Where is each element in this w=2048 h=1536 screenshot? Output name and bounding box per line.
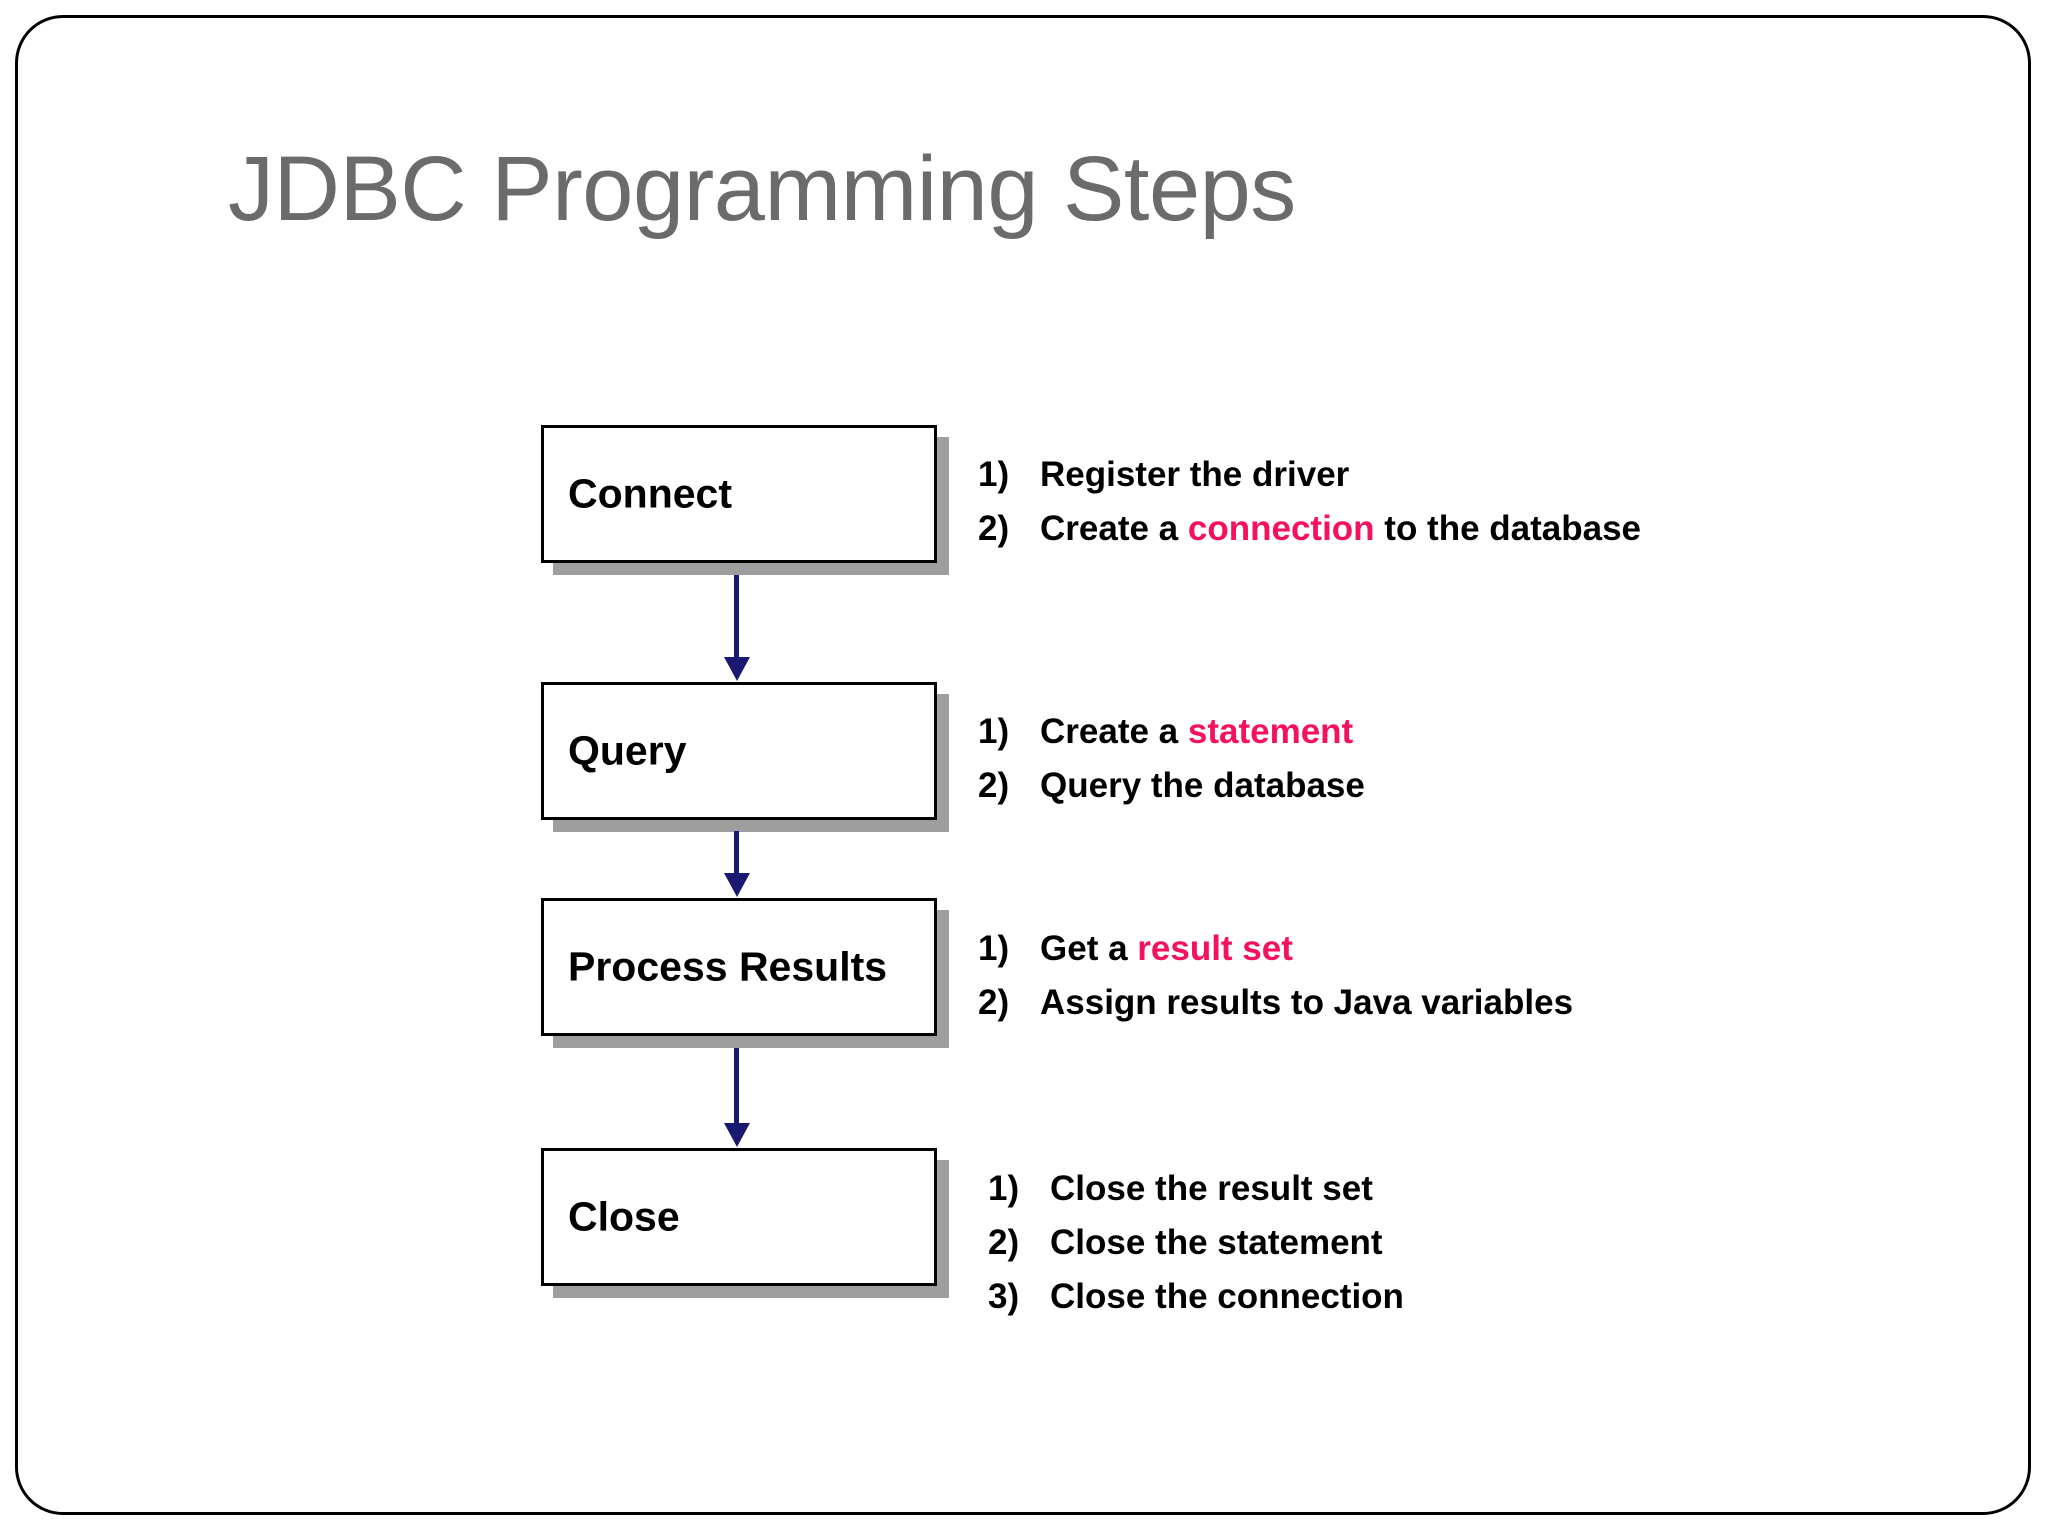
note-text: Get a — [1040, 929, 1138, 968]
note-text: Create a — [1040, 712, 1188, 751]
arrow-head-icon — [724, 873, 750, 897]
note-line: 1) Get a result set — [978, 922, 1573, 976]
note-number: 2) — [978, 766, 1010, 805]
flow-step-box-query[interactable]: Query — [541, 682, 937, 820]
flow-step-box-process-results[interactable]: Process Results — [541, 898, 937, 1036]
flow-step-notes-process-results: 1) Get a result set 2) Assign results to Ja… — [978, 922, 1573, 1030]
flow-step-label: Query — [568, 727, 687, 774]
arrow-shaft — [734, 1048, 739, 1125]
note-line: 1) Create a statement — [978, 705, 1365, 759]
arrow-head-icon — [724, 1123, 750, 1147]
note-number: 1) — [978, 455, 1010, 494]
note-text: Create a — [1040, 509, 1188, 548]
note-line: 2) Close the statement — [988, 1216, 1404, 1270]
note-highlight-term: connection — [1187, 509, 1375, 548]
note-highlight-term: result set — [1137, 929, 1293, 968]
note-line: 2) Assign results to Java variables — [978, 976, 1573, 1030]
flow-connector-arrow-2 — [724, 831, 750, 897]
note-line: 1) Close the result set — [988, 1162, 1404, 1216]
note-text: Close the result set — [1050, 1169, 1373, 1208]
note-number: 1) — [988, 1169, 1020, 1208]
flow-step-notes-query: 1) Create a statement 2) Query the database — [978, 705, 1365, 813]
note-text: Close the connection — [1050, 1277, 1404, 1316]
note-highlight-term: statement — [1187, 712, 1354, 751]
arrow-shaft — [734, 575, 739, 659]
note-text: Query the database — [1040, 766, 1365, 805]
note-text: to the database — [1374, 509, 1642, 548]
note-text: Close the statement — [1050, 1223, 1383, 1262]
arrow-shaft — [734, 831, 739, 875]
note-line: 1) Register the driver — [978, 448, 1641, 502]
note-line: 2) Create a connection to the database — [978, 502, 1641, 556]
arrow-head-icon — [724, 657, 750, 681]
flow-step-box-close[interactable]: Close — [541, 1148, 937, 1286]
flow-connector-arrow-1 — [724, 575, 750, 681]
page-title: JDBC Programming Steps — [228, 138, 1296, 240]
flow-step-notes-close: 1) Close the result set 2) Close the statem… — [988, 1162, 1404, 1324]
flow-step-notes-connect: 1) Register the driver 2) Create a connecti… — [978, 448, 1641, 556]
flow-step-label: Close — [568, 1193, 680, 1240]
note-number: 1) — [978, 712, 1010, 751]
flow-step-box-connect[interactable]: Connect — [541, 425, 937, 563]
flow-connector-arrow-3 — [724, 1048, 750, 1147]
note-text: Register the driver — [1040, 455, 1350, 494]
note-number: 2) — [978, 983, 1010, 1022]
note-line: 3) Close the connection — [988, 1270, 1404, 1324]
flow-step-label: Process Results — [568, 943, 888, 990]
flow-step-label: Connect — [568, 470, 732, 517]
note-number: 2) — [978, 509, 1010, 548]
note-text: Assign results to Java variables — [1040, 983, 1574, 1022]
note-line: 2) Query the database — [978, 759, 1365, 813]
note-number: 3) — [988, 1277, 1020, 1316]
note-number: 2) — [988, 1223, 1020, 1262]
note-number: 1) — [978, 929, 1010, 968]
